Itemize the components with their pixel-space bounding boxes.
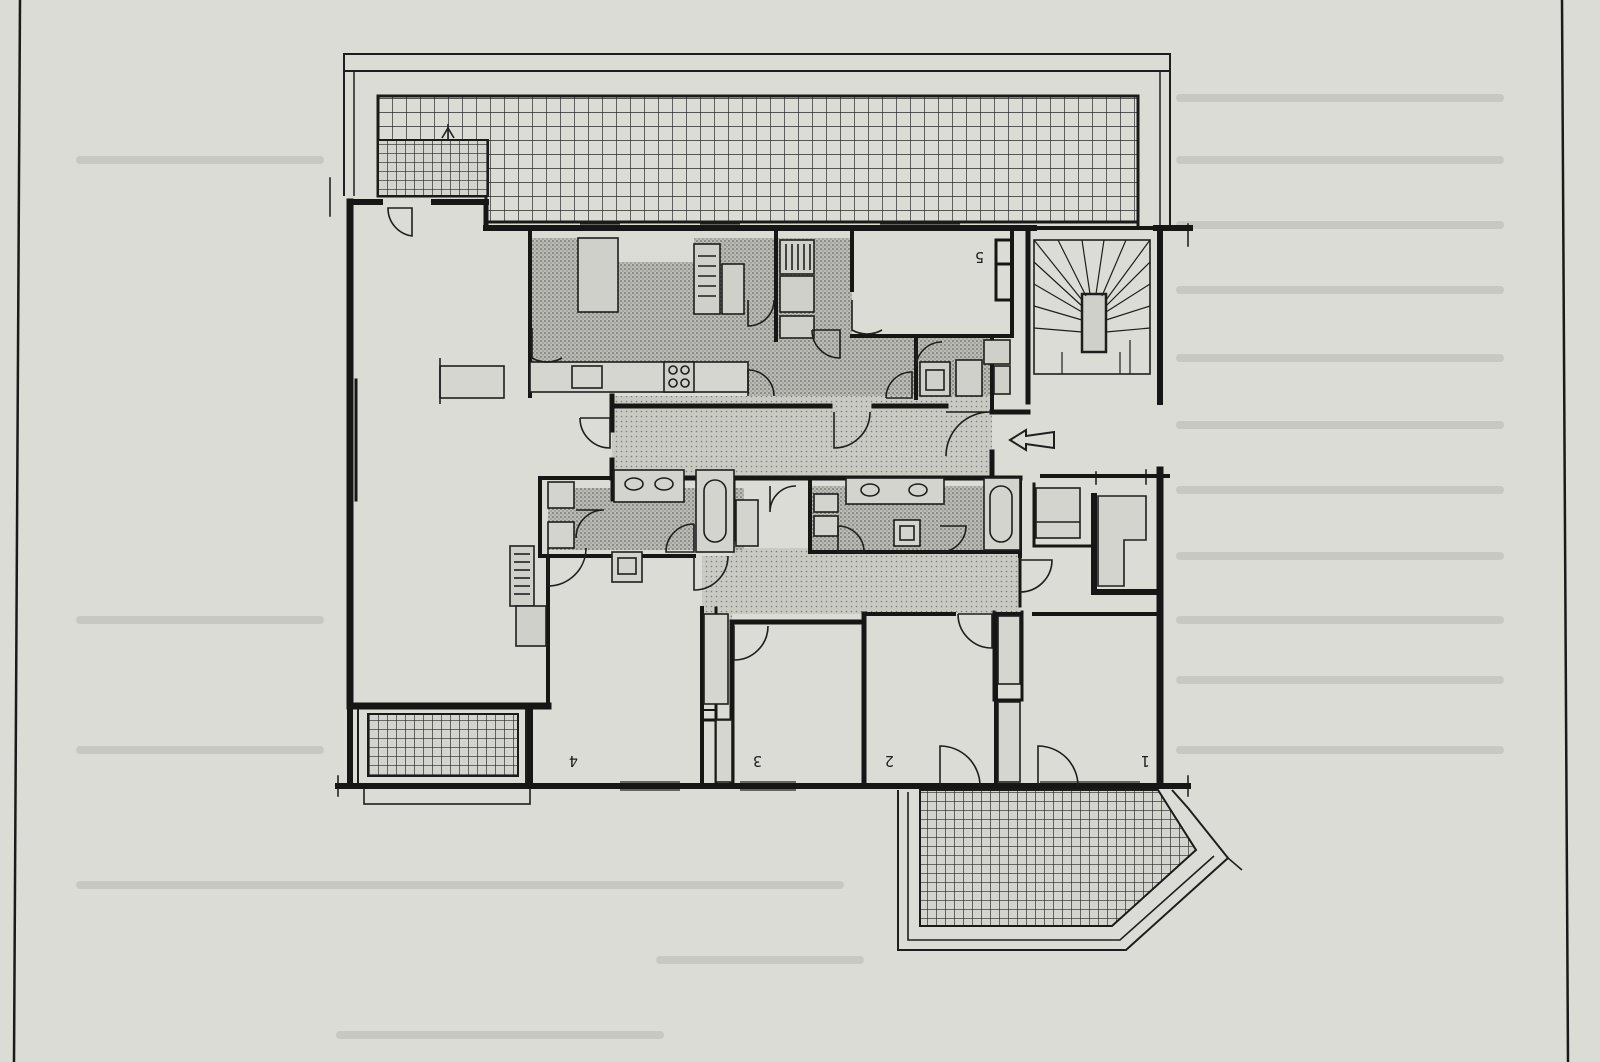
staircase bbox=[1033, 239, 1151, 375]
sheet-border-left bbox=[12, 0, 22, 1062]
southwest-balcony bbox=[357, 705, 531, 805]
room-2-label: 2 bbox=[885, 752, 894, 770]
windows bbox=[580, 223, 1140, 791]
room-4-label: 4 bbox=[569, 752, 578, 770]
room-labels: 1 2 3 4 5 bbox=[569, 248, 1150, 770]
fixtures bbox=[439, 237, 1147, 783]
north-arrow-icon bbox=[441, 124, 455, 140]
room-1-label: 1 bbox=[1141, 752, 1150, 770]
bleed-through-text bbox=[76, 94, 1504, 1039]
room-3-label: 3 bbox=[753, 752, 762, 770]
room-5-label: 5 bbox=[975, 248, 984, 266]
door-swings bbox=[387, 207, 1079, 787]
entrance-arrow-icon bbox=[1008, 428, 1055, 452]
sheet-border-right bbox=[1560, 0, 1570, 1062]
